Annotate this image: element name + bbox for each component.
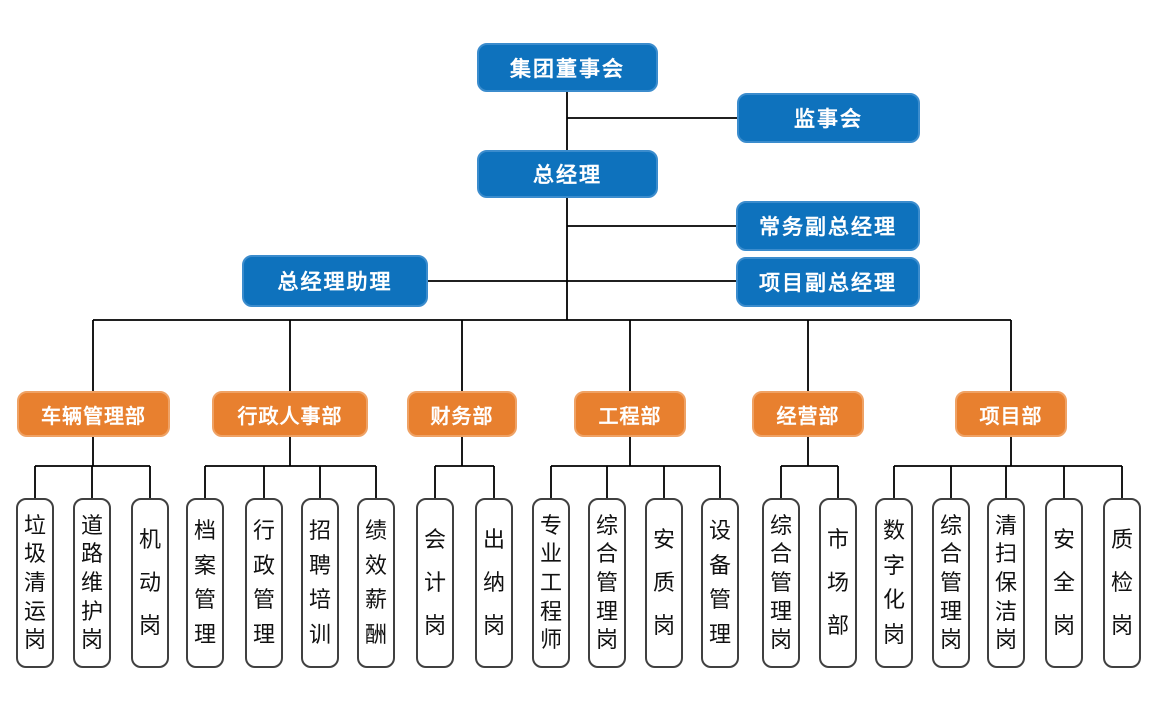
executive-deputy-gm-node: 常务副总经理 bbox=[736, 201, 920, 251]
position-label: 清扫保洁岗 bbox=[994, 512, 1017, 653]
board-of-directors-node: 集团董事会 bbox=[477, 43, 658, 92]
position-label: 档案管理 bbox=[193, 518, 216, 647]
position-node: 招聘培训 bbox=[301, 498, 339, 668]
position-node: 垃圾清运岗 bbox=[16, 498, 54, 668]
dept-project: 项目部 bbox=[955, 391, 1067, 437]
position-node: 综合管理岗 bbox=[932, 498, 970, 668]
supervisory-board-node: 监事会 bbox=[737, 93, 920, 143]
position-label: 质检岗 bbox=[1110, 527, 1133, 638]
position-label: 安全岗 bbox=[1052, 527, 1075, 638]
position-label: 综合管理岗 bbox=[939, 512, 962, 653]
position-label: 会计岗 bbox=[423, 527, 446, 638]
position-label: 综合管理岗 bbox=[595, 512, 618, 653]
position-label: 机动岗 bbox=[138, 527, 161, 638]
position-node: 会计岗 bbox=[416, 498, 454, 668]
position-label: 综合管理岗 bbox=[769, 512, 792, 653]
dept-admin-hr: 行政人事部 bbox=[212, 391, 368, 437]
dept-engineering: 工程部 bbox=[574, 391, 686, 437]
position-node: 专业工程师 bbox=[532, 498, 570, 668]
position-node: 行政管理 bbox=[245, 498, 283, 668]
position-node: 安全岗 bbox=[1045, 498, 1083, 668]
position-label: 道路维护岗 bbox=[80, 512, 103, 653]
position-node: 道路维护岗 bbox=[73, 498, 111, 668]
position-node: 市场部 bbox=[819, 498, 857, 668]
position-label: 行政管理 bbox=[252, 518, 275, 647]
position-node: 综合管理岗 bbox=[762, 498, 800, 668]
general-manager-node: 总经理 bbox=[477, 150, 658, 198]
position-label: 数字化岗 bbox=[882, 518, 905, 647]
dept-operations: 经营部 bbox=[752, 391, 864, 437]
position-node: 清扫保洁岗 bbox=[987, 498, 1025, 668]
position-node: 质检岗 bbox=[1103, 498, 1141, 668]
position-node: 出纳岗 bbox=[475, 498, 513, 668]
position-label: 出纳岗 bbox=[482, 527, 505, 638]
position-node: 安质岗 bbox=[645, 498, 683, 668]
position-node: 设备管理 bbox=[701, 498, 739, 668]
position-node: 绩效薪酬 bbox=[357, 498, 395, 668]
position-label: 市场部 bbox=[826, 527, 849, 638]
position-node: 机动岗 bbox=[131, 498, 169, 668]
dept-vehicle-management: 车辆管理部 bbox=[17, 391, 170, 437]
dept-finance: 财务部 bbox=[407, 391, 517, 437]
position-label: 绩效薪酬 bbox=[364, 518, 387, 647]
position-node: 档案管理 bbox=[186, 498, 224, 668]
gm-assistant-node: 总经理助理 bbox=[242, 255, 428, 307]
position-label: 设备管理 bbox=[708, 518, 731, 647]
project-deputy-gm-node: 项目副总经理 bbox=[736, 257, 920, 307]
position-label: 垃圾清运岗 bbox=[23, 512, 46, 653]
position-label: 专业工程师 bbox=[539, 512, 562, 653]
position-node: 综合管理岗 bbox=[588, 498, 626, 668]
position-label: 招聘培训 bbox=[308, 518, 331, 647]
position-label: 安质岗 bbox=[652, 527, 675, 638]
position-node: 数字化岗 bbox=[875, 498, 913, 668]
